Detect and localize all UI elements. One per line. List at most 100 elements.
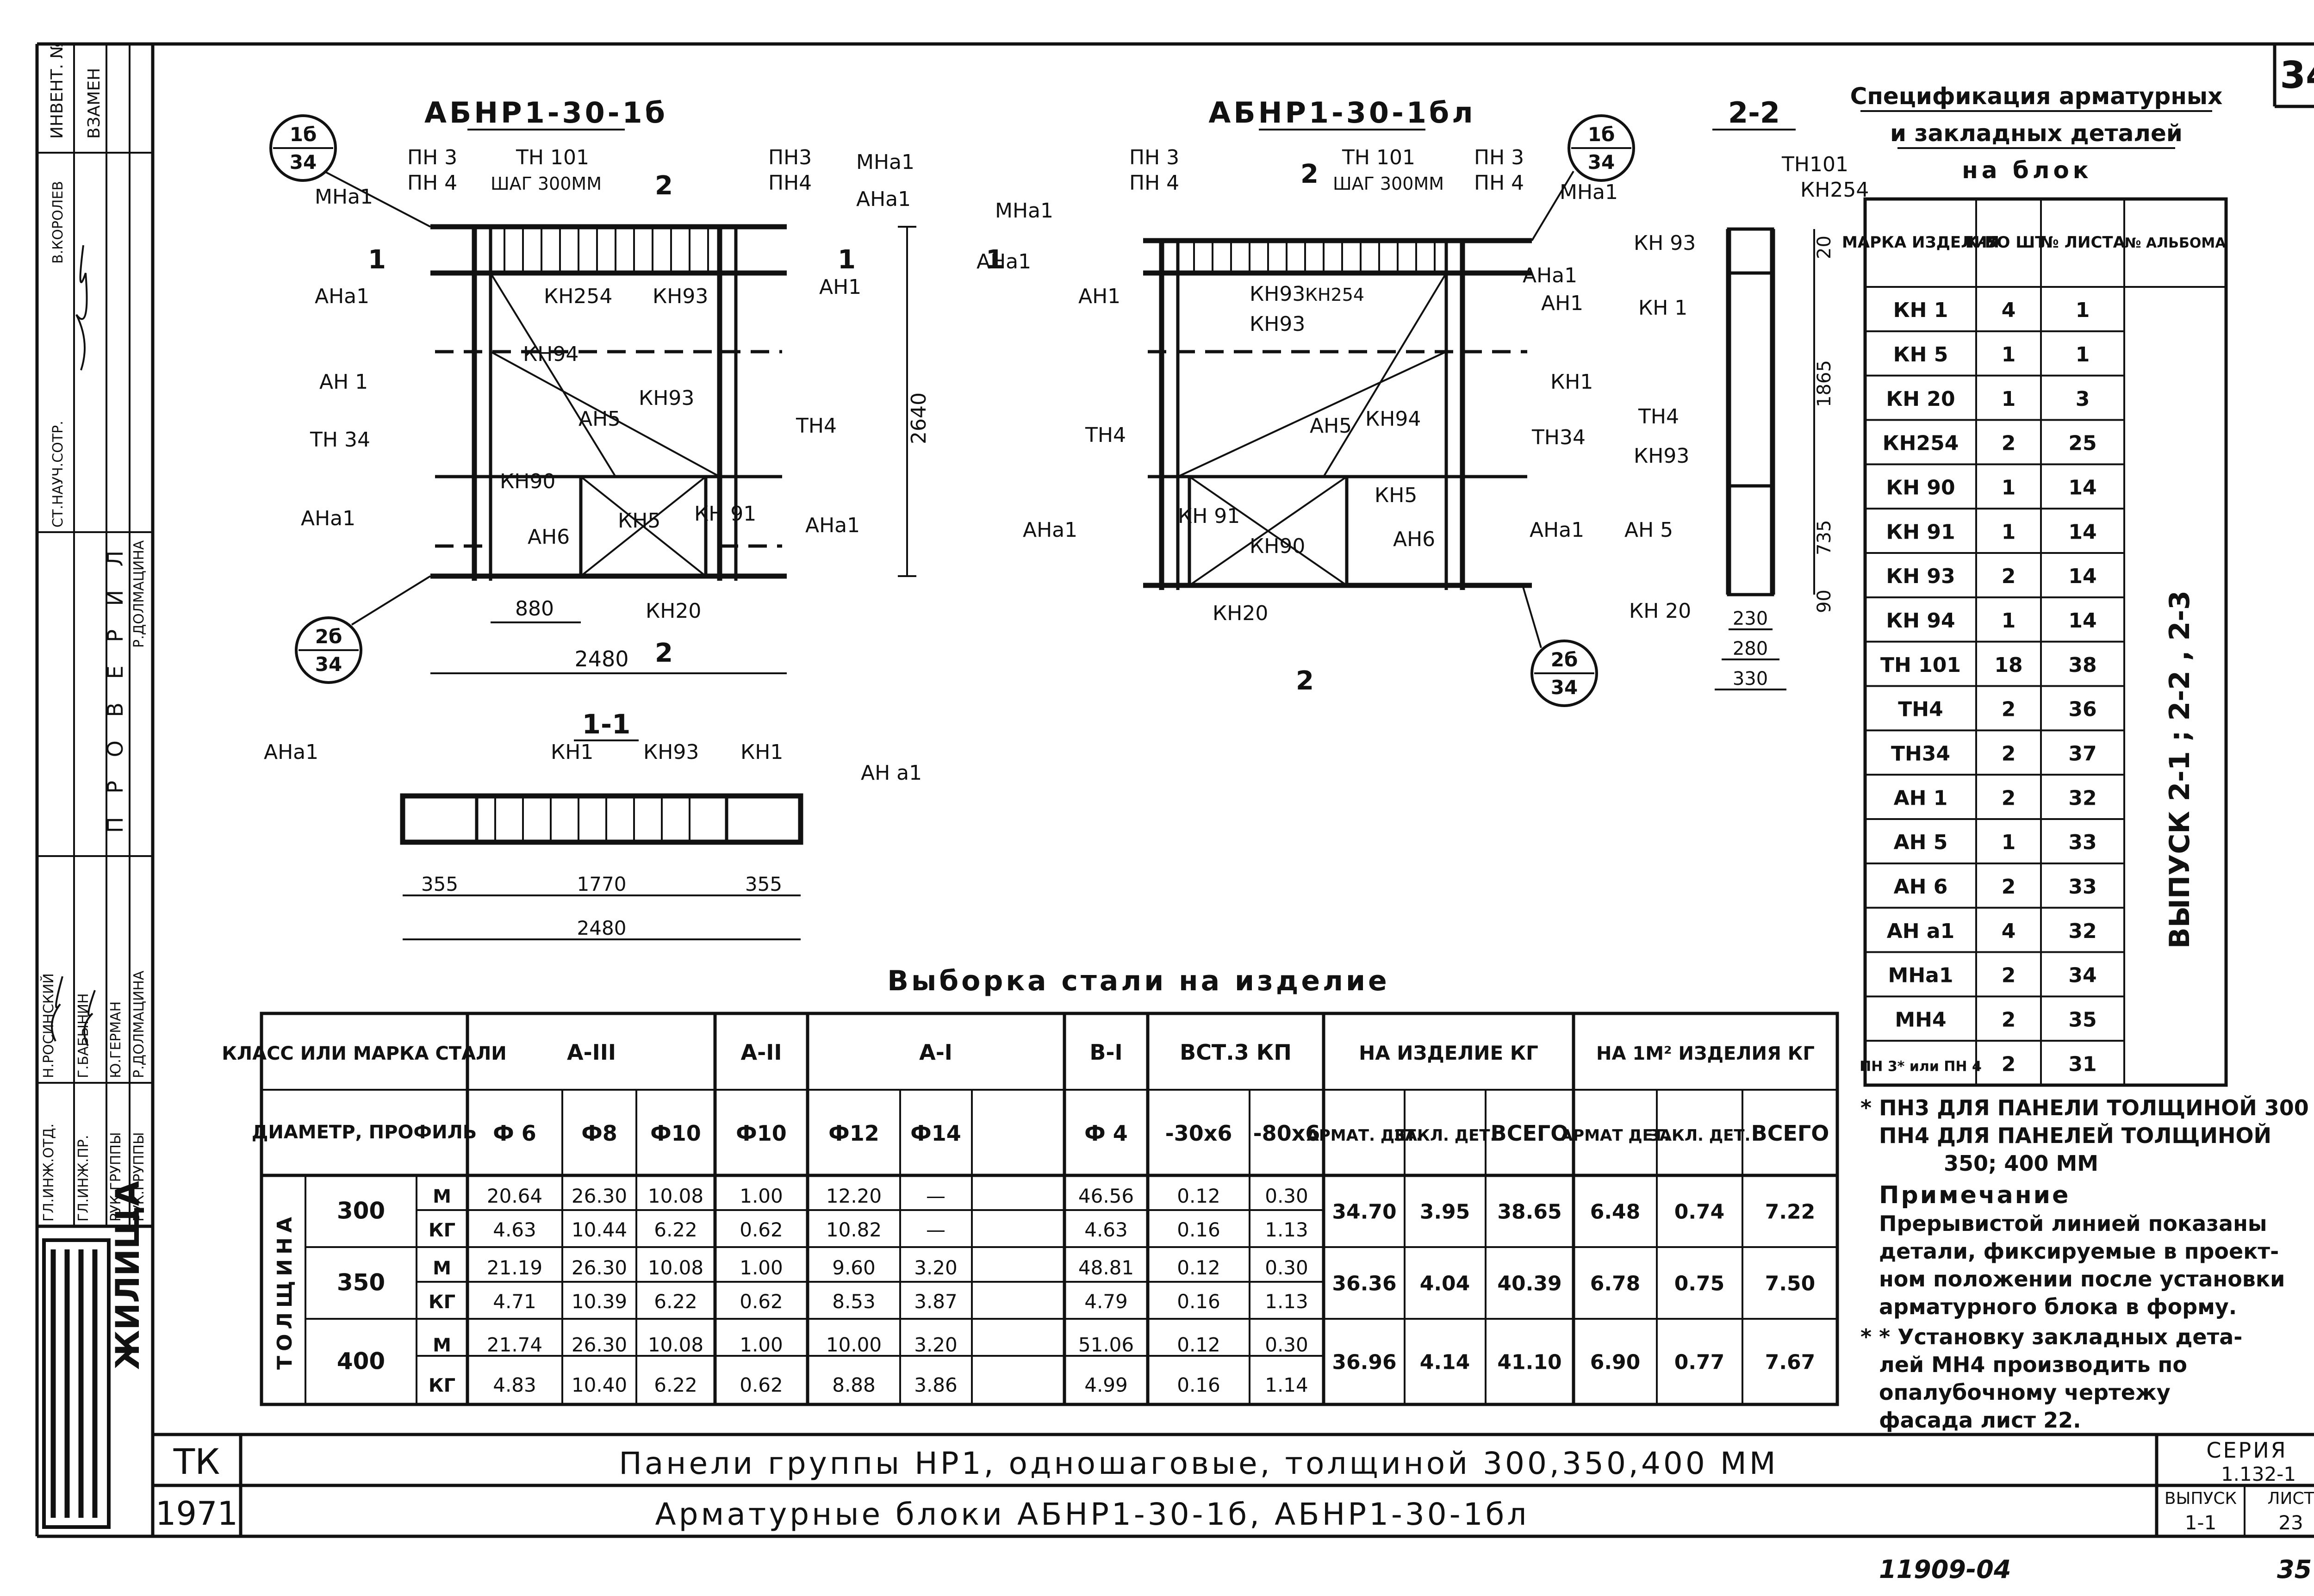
cut-mark-2e: 2	[1296, 666, 1314, 696]
steel-value-kg: 10.44	[572, 1218, 627, 1241]
spec-sheet: 14	[2068, 565, 2096, 588]
section11-labels: АНа1 КН1 КН93 КН1 АН а1	[264, 740, 922, 785]
lbl-v2-6: МНа1	[995, 199, 1053, 223]
steel-value-m: 21.74	[487, 1333, 542, 1356]
dim-s22-1: 1865	[1814, 360, 1835, 407]
section22-labels: ТН101 КН254 КН 93 КН 1 ТН4 КН93 АН 5 КН …	[1624, 153, 1869, 623]
spec-qty: 2	[2002, 432, 2016, 455]
steel-value-m: 9.60	[832, 1256, 876, 1279]
lbl-v2-5: ПН 4	[1474, 171, 1524, 195]
lbl-s22-3: КН 1	[1638, 296, 1687, 320]
spec-qty: 2	[2002, 742, 2016, 766]
steel-value-kg: 1.14	[1265, 1373, 1308, 1396]
spec-sheet: 38	[2068, 653, 2096, 677]
steel-value-m: 10.08	[648, 1256, 703, 1279]
spec-qty: 2	[2002, 964, 2016, 987]
role-3: РУК.ГРУППЫ	[108, 1132, 124, 1222]
dim-s22-0: 20	[1814, 236, 1835, 259]
steel-value-kg: 8.88	[832, 1373, 876, 1396]
lbl-v1-6: МНа1	[315, 185, 373, 209]
steel-value-m: 0.12	[1177, 1256, 1220, 1279]
lbl-v2-23: АН6	[1393, 528, 1435, 551]
lbl-v1-13: АН 1	[319, 370, 368, 394]
grp-4: ВСТ.3 КП	[1180, 1040, 1292, 1065]
primechanie-3: ном положении после установки	[1879, 1267, 2285, 1292]
steel-value-m: 46.56	[1078, 1185, 1134, 1207]
year-label: 1971	[156, 1495, 238, 1533]
steel-value-m: 3.20	[914, 1333, 958, 1356]
steel-value-kg: 1.13	[1265, 1218, 1308, 1241]
spec-mark: КН 90	[1886, 476, 1955, 500]
signature-3	[83, 990, 96, 1046]
spec-album-note: ВЫПУСК 2-1 ; 2-2 , 2-3	[2164, 590, 2196, 949]
name-4: Р.ДОЛМАЦИНА	[131, 970, 147, 1078]
steel-title: Выборка стали на изделие	[887, 965, 1389, 997]
grp-3: В-I	[1089, 1040, 1122, 1065]
steel-value-kg: 4.83	[493, 1373, 536, 1396]
lbl-v1-0: ПН 3	[407, 146, 457, 169]
grp-2: А-I	[919, 1040, 952, 1065]
steel-total: 6.90	[1590, 1351, 1641, 1374]
steel-table: Выборка стали на изделие КЛАСС ИЛИ МАРКА…	[222, 965, 1839, 1406]
steel-value-kg: 0.16	[1177, 1218, 1220, 1241]
lbl-s22-1: КН254	[1800, 178, 1869, 202]
spec-mark: АН 5	[1894, 831, 1948, 854]
spec-qty: 1	[2002, 343, 2016, 366]
steel-value-kg: 3.87	[914, 1290, 958, 1313]
spec-mark: КН254	[1883, 432, 1959, 455]
diameter-cell: Ф10	[650, 1121, 701, 1146]
diameter-cell: АРМАТ. ДЕТ.	[1307, 1126, 1422, 1145]
lbl-s22-5: КН93	[1634, 444, 1689, 468]
lbl-v2-9: АНа1	[1523, 264, 1577, 287]
lbl-v2-18: КН94	[1365, 407, 1421, 431]
lbl-v2-26: КН20	[1213, 602, 1268, 625]
sheet-number: 34	[2280, 54, 2314, 97]
steel-value-kg: 0.62	[740, 1373, 783, 1396]
spec-qty: 2	[2002, 1008, 2016, 1032]
proveril-label: П Р О В Е Р И Л	[103, 542, 128, 833]
lbl-s22-4: ТН4	[1638, 405, 1679, 428]
spec-qty: 1	[2002, 387, 2016, 411]
seria-value: 1.132-1	[2221, 1463, 2296, 1485]
lbl-v2-0: ПН 3	[1129, 146, 1179, 169]
steel-value-kg: —	[926, 1218, 946, 1241]
steel-total: 6.48	[1590, 1200, 1641, 1224]
steel-value-kg: 0.62	[740, 1290, 783, 1313]
logo-suffix: ЖИЛИЩА	[109, 1181, 147, 1370]
steel-value-kg: 4.63	[1084, 1218, 1128, 1241]
org-label: ТК	[173, 1441, 220, 1482]
lbl-v2-13: КН93	[1250, 312, 1305, 336]
spec-sheet: 33	[2068, 875, 2096, 899]
spec-qty: 4	[2002, 298, 2016, 322]
signature-1	[75, 245, 88, 371]
lbl-v2-19: ТН34	[1531, 426, 1586, 449]
spec-sheet: 14	[2068, 520, 2096, 544]
lbl-v1-9: АНа1	[856, 187, 911, 211]
lbl-v1-11: КН93	[653, 285, 708, 308]
steel-total: 7.22	[1765, 1200, 1816, 1224]
lbl-v2-17: АН5	[1310, 414, 1352, 438]
spec-mark: КН 93	[1886, 565, 1955, 588]
steel-value-m: 10.00	[826, 1333, 882, 1356]
steel-value-kg: 10.39	[572, 1290, 627, 1313]
diameter-cell: Ф14	[910, 1121, 961, 1146]
spec-title-2: и закладных деталей	[1890, 120, 2183, 147]
name-1: Н.РОСИНСКИЙ	[40, 973, 57, 1078]
svg-text:34: 34	[315, 653, 342, 676]
role-1: ГЛ.ИНЖ.ОТД.	[41, 1124, 57, 1222]
lbl-v2-16: КН1	[1550, 370, 1593, 394]
role-5: СТ.НАУЧ.СОТР.	[50, 421, 66, 528]
lbl-v1-22: КН 91	[694, 502, 756, 526]
spec-mark: ТН34	[1891, 742, 1950, 766]
role-4: РУК.ГРУППЫ	[131, 1132, 147, 1222]
svg-text:1б: 1б	[1588, 123, 1615, 146]
lbl-v2-24: АНа1	[1023, 518, 1077, 542]
steel-value-kg: 4.71	[493, 1290, 536, 1313]
diameter-cell: Ф 6	[493, 1121, 536, 1146]
lbl-v2-4: ПН 3	[1474, 146, 1524, 169]
spec-sheet: 1	[2076, 343, 2090, 366]
lbl-v1-2: ТН 101	[516, 146, 589, 169]
notes: * ПН3 ДЛЯ ПАНЕЛИ ТОЛЩИНОЙ 300 ММ ПН4 ДЛЯ…	[1860, 1095, 2314, 1433]
